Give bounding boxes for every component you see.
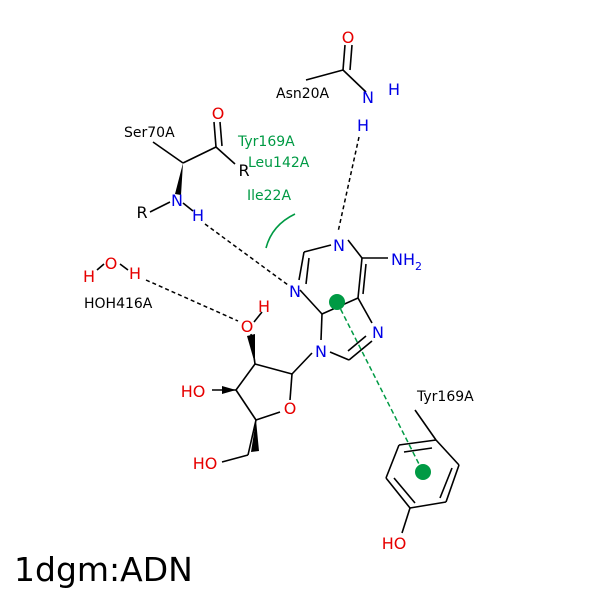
adenine-n3: N <box>289 282 301 301</box>
residue-label-hoh416a: HOH416A <box>84 296 153 312</box>
residue-label-asn20a: Asn20A <box>276 86 330 102</box>
ser-r-left: R <box>136 203 147 222</box>
hydrogen-bonds <box>145 136 360 322</box>
adenine-n1: N <box>333 236 345 255</box>
asn-h2: H <box>357 116 369 135</box>
diagram-caption: 1dgm:ADN <box>14 550 193 589</box>
wedge-bond-ribose-3 <box>222 386 236 394</box>
wedge-bond-ribose-4 <box>251 420 259 452</box>
ring-centroid-adenine <box>329 294 345 310</box>
ribose-ring-o: O <box>284 399 297 418</box>
ser-r-right: R <box>238 161 249 180</box>
ribose-5-oh: HO <box>193 454 218 473</box>
residue-label-leu142a: Leu142A <box>248 155 310 171</box>
bonds <box>96 44 460 534</box>
ribose-2-oh-h: H <box>258 297 270 316</box>
ser-n: N <box>171 191 183 210</box>
hydrophobic-contact-arc <box>265 213 296 249</box>
residue-label-tyr169a-stacking: Tyr169A <box>416 389 474 405</box>
adenine-n9: N <box>315 342 327 361</box>
wedge-bond-ribose-2 <box>247 334 255 364</box>
asn-carbonyl-o: O <box>342 28 355 47</box>
ribose-2-oh-o: O <box>241 317 254 336</box>
residue-label-ser70a: Ser70A <box>124 125 175 141</box>
adenine-n7: N <box>372 323 384 342</box>
amine-subscript: 2 <box>415 260 422 273</box>
amine-main: NH <box>391 250 415 269</box>
residue-label-tyr169a-hydrophobic: Tyr169A <box>237 134 295 150</box>
asn-n: N <box>362 88 374 107</box>
wedge-bond-ser <box>175 163 183 195</box>
ribose-3-oh: HO <box>181 382 206 401</box>
ser-carbonyl-o: O <box>212 104 225 123</box>
water-o: O <box>105 254 118 273</box>
asn-h1: H <box>388 80 400 99</box>
water-h1: H <box>83 267 95 286</box>
tyrosine-oh: HO <box>382 534 407 553</box>
residue-label-ile22a: Ile22A <box>247 188 291 204</box>
water-h2: H <box>129 264 141 283</box>
ser-nh: H <box>192 206 204 225</box>
ring-centroid-tyrosine <box>415 464 431 480</box>
adenine-amine: NH2 <box>391 250 422 273</box>
